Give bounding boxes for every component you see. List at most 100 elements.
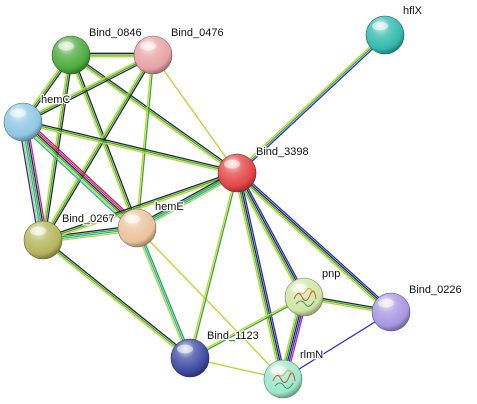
edge-pnp-bind_1123[interactable] <box>188 295 306 360</box>
edge-bind_0267-bind_3398[interactable] <box>41 170 239 243</box>
edge-strand-databases <box>136 227 191 359</box>
edge-strand-cooccurrence <box>238 171 307 297</box>
edge-strand-experiments <box>26 120 48 240</box>
node-label-pnp: pnp <box>322 268 340 280</box>
edge-bind_3398-pnp[interactable] <box>234 171 307 299</box>
edge-strand-coexpression <box>71 52 239 173</box>
edge-bind_3398-bind_0226[interactable] <box>234 170 394 315</box>
edge-strand-textmining <box>19 121 42 242</box>
edge-strand-coexpression <box>22 120 139 229</box>
protein-structure-icon <box>272 369 296 389</box>
edge-strand-textmining <box>152 54 238 174</box>
node-heme[interactable] <box>117 208 157 248</box>
node-highlight <box>10 108 26 118</box>
edge-strand-coexpression <box>237 171 306 298</box>
node-highlight <box>270 365 286 375</box>
node-bind_0267[interactable] <box>23 220 63 260</box>
edge-strand-neighborhood <box>42 239 191 359</box>
node-sphere <box>23 220 63 260</box>
node-sphere <box>133 35 173 75</box>
node-label-bind_0267: Bind_0267 <box>62 213 115 225</box>
edge-strand-neighborhood <box>236 34 386 174</box>
edge-bind_3398-rlmn[interactable] <box>233 171 287 381</box>
edge-strand-textmining <box>234 173 303 299</box>
node-pnp[interactable] <box>284 277 324 317</box>
node-sphere <box>365 15 405 55</box>
interaction-edges <box>18 33 394 381</box>
node-bind_0846[interactable] <box>51 35 91 75</box>
node-highlight <box>58 41 74 51</box>
edge-strand-coexpression <box>71 53 140 229</box>
edge-strand-neighborhood <box>22 121 238 174</box>
protein-structure-icon <box>293 287 317 307</box>
edge-strand-textmining <box>40 53 153 240</box>
edge-bind_0476-bind_3398[interactable] <box>152 54 238 174</box>
node-hflx[interactable] <box>365 15 405 55</box>
edge-hemc-bind_0267[interactable] <box>18 120 48 242</box>
node-bind_0476[interactable] <box>133 35 173 75</box>
edge-strand-neighborhood <box>21 121 138 230</box>
node-sphere <box>51 35 91 75</box>
edge-strand-coexpression <box>44 54 74 241</box>
node-label-hemc: hemC <box>41 94 70 106</box>
edge-strand-experiments <box>24 119 140 227</box>
edge-strand-cooccurrence <box>238 170 394 311</box>
edge-strand-textmining <box>233 172 282 381</box>
edge-strand-textmining <box>20 123 136 231</box>
edge-strand-neighborhood <box>235 172 304 299</box>
edge-strand-textmining <box>41 240 190 360</box>
node-label-rlmn: rlmN <box>300 349 323 361</box>
node-hemc[interactable] <box>3 102 43 142</box>
node-sphere <box>170 338 210 378</box>
edge-strand-neighborhood <box>137 226 193 359</box>
node-label-bind_0846: Bind_0846 <box>89 27 142 39</box>
edge-strand-textmining <box>42 173 239 243</box>
node-bind_0226[interactable] <box>371 292 411 332</box>
node-label-bind_0476: Bind_0476 <box>171 27 224 39</box>
node-sphere <box>284 277 324 317</box>
node-label-bind_1123: Bind_1123 <box>207 330 259 342</box>
edge-strand-neighborhood <box>137 54 155 229</box>
edge-strand-neighborhood <box>190 172 239 359</box>
node-sphere <box>263 359 303 399</box>
edge-bind_0846-bind_3398[interactable] <box>69 52 239 176</box>
edge-strand-neighborhood <box>70 54 238 174</box>
node-rlmn[interactable] <box>263 359 303 399</box>
edge-strand-neighborhood <box>23 121 45 241</box>
edge-bind_0476-bind_0267[interactable] <box>40 53 156 242</box>
edge-strand-coexpression <box>24 120 47 241</box>
edge-strand-coexpression <box>43 238 192 358</box>
edge-strand-textmining <box>21 123 238 176</box>
edge-strand-textmining <box>234 174 390 315</box>
edge-heme-rlmn[interactable] <box>136 227 284 380</box>
node-bind_3398[interactable] <box>217 153 257 193</box>
node-sphere <box>3 102 43 142</box>
node-label-bind_3398: Bind_3398 <box>256 146 309 158</box>
edge-strand-textmining <box>136 227 284 380</box>
edge-bind_0476-heme[interactable] <box>135 54 155 229</box>
node-label-heme: hemE <box>155 201 184 213</box>
node-bind_1123[interactable] <box>170 338 210 378</box>
edge-strand-coexpression <box>41 170 238 240</box>
edge-bind_0476-hemc[interactable] <box>21 52 155 125</box>
edge-strand-neighborhood <box>235 172 392 314</box>
edge-strand-fusion <box>25 118 141 226</box>
edge-hflx-bind_3398[interactable] <box>235 33 387 175</box>
edge-hemc-bind_3398[interactable] <box>21 119 239 176</box>
edge-strand-neighborhood <box>42 172 238 241</box>
edge-strand-neighborhood <box>22 54 154 123</box>
node-highlight <box>291 283 307 293</box>
edge-strand-coexpression <box>23 55 155 125</box>
edge-strand-cooccurrence <box>282 311 392 380</box>
edge-bind_0267-bind_1123[interactable] <box>41 238 192 360</box>
node-highlight <box>224 159 240 169</box>
node-sphere <box>217 153 257 193</box>
edge-bind_0226-rlmn[interactable] <box>282 311 392 380</box>
edge-strand-neighborhood <box>189 297 306 360</box>
edge-bind_3398-bind_1123[interactable] <box>188 172 239 359</box>
edge-strand-cooccurrence <box>18 122 40 242</box>
edge-strand-textmining <box>134 227 190 360</box>
node-highlight <box>177 344 193 354</box>
node-highlight <box>378 298 394 308</box>
edge-heme-bind_1123[interactable] <box>134 226 193 360</box>
